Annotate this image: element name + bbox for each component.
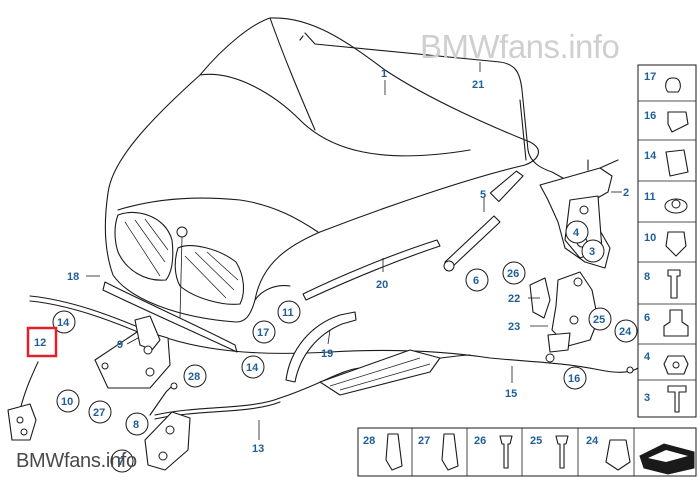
callout-14a: 14 [57, 317, 70, 329]
screw-25-icon [555, 435, 569, 469]
bottom-label-27: 27 [418, 435, 430, 447]
sidebar-label-6: 6 [644, 312, 650, 324]
leader-lines [86, 62, 622, 440]
sidebar-label-4: 4 [644, 351, 651, 363]
lock-latch-lower [144, 411, 191, 471]
bottom-label-24: 24 [586, 435, 599, 447]
callout-18: 18 [67, 271, 79, 283]
callout-12-highlight[interactable]: 12 [26, 326, 58, 358]
clip-17-icon [665, 77, 681, 93]
sidebar-label-14: 14 [644, 150, 657, 162]
callout-9: 9 [117, 339, 123, 351]
clip-27-icon [441, 433, 459, 471]
callout-1: 1 [381, 68, 387, 80]
callout-20: 20 [376, 279, 388, 291]
callout-labels: 1 2 3 4 5 6 7 8 9 10 11 13 14 14 15 16 1… [57, 68, 632, 468]
callout-16: 16 [568, 373, 580, 385]
callout-4: 4 [573, 227, 580, 239]
callout-21: 21 [472, 79, 484, 91]
sidebar-label-16: 16 [644, 110, 656, 122]
lock-bracket [529, 271, 599, 353]
lock-latch [94, 315, 171, 389]
release-handle [319, 349, 441, 396]
clip-24-icon [605, 439, 631, 471]
bottom-label-25: 25 [530, 435, 542, 447]
callout-24: 24 [619, 326, 632, 338]
callout-2: 2 [623, 187, 629, 199]
gas-strut [443, 170, 524, 272]
screw-26-icon [499, 435, 513, 469]
clip-28-icon [385, 433, 403, 471]
callout-12: 12 [34, 337, 46, 349]
callout-17: 17 [257, 327, 269, 339]
sidebar-label-11: 11 [644, 191, 656, 203]
seal-strip-18 [102, 281, 238, 353]
callout-22: 22 [508, 293, 520, 305]
callout-27: 27 [93, 407, 105, 419]
trim-19 [285, 311, 357, 383]
callout-7: 7 [118, 456, 124, 468]
seal-strip-20 [302, 239, 441, 301]
callout-6: 6 [473, 275, 479, 287]
bottom-parts-table: 28 27 26 25 24 [357, 427, 697, 477]
callout-5: 5 [480, 189, 486, 201]
callout-25: 25 [593, 314, 605, 326]
callout-3: 3 [589, 246, 595, 258]
sidebar-label-10: 10 [644, 232, 656, 244]
callout-28: 28 [188, 371, 200, 383]
bottom-label-26: 26 [474, 435, 486, 447]
callout-14b: 14 [246, 362, 259, 374]
hood-drawing [104, 17, 539, 323]
callout-10: 10 [61, 396, 73, 408]
clip-16-icon [667, 111, 689, 133]
callout-8: 8 [133, 419, 139, 431]
sidebar-label-8: 8 [644, 271, 650, 283]
watermark-top: BMWfans.info [420, 28, 620, 65]
hood-hinge [539, 159, 619, 269]
callout-15: 15 [505, 388, 517, 400]
lock-latch-left [7, 361, 39, 441]
callout-23: 23 [508, 321, 520, 333]
sidebar-label-17: 17 [644, 71, 656, 83]
clip-14-icon [665, 149, 689, 177]
callout-circles [52, 220, 638, 473]
screw-3-icon [667, 385, 687, 413]
pin-28 [149, 385, 173, 416]
release-cable [29, 295, 639, 373]
watermark-bottom: BMWfans.info [16, 450, 137, 472]
sidebar-label-3: 3 [644, 392, 650, 404]
support-rod [304, 32, 571, 183]
sidebar-parts-table: 17 16 14 11 10 8 6 4 3 [637, 64, 697, 418]
callout-26: 26 [507, 268, 519, 280]
bottom-label-28: 28 [363, 435, 375, 447]
bolt-8-icon [667, 269, 681, 299]
bumper-10-icon [665, 231, 687, 257]
callout-19: 19 [321, 348, 333, 360]
callout-13: 13 [252, 443, 264, 455]
callout-11: 11 [282, 307, 294, 319]
buffer-6-icon [663, 309, 689, 337]
